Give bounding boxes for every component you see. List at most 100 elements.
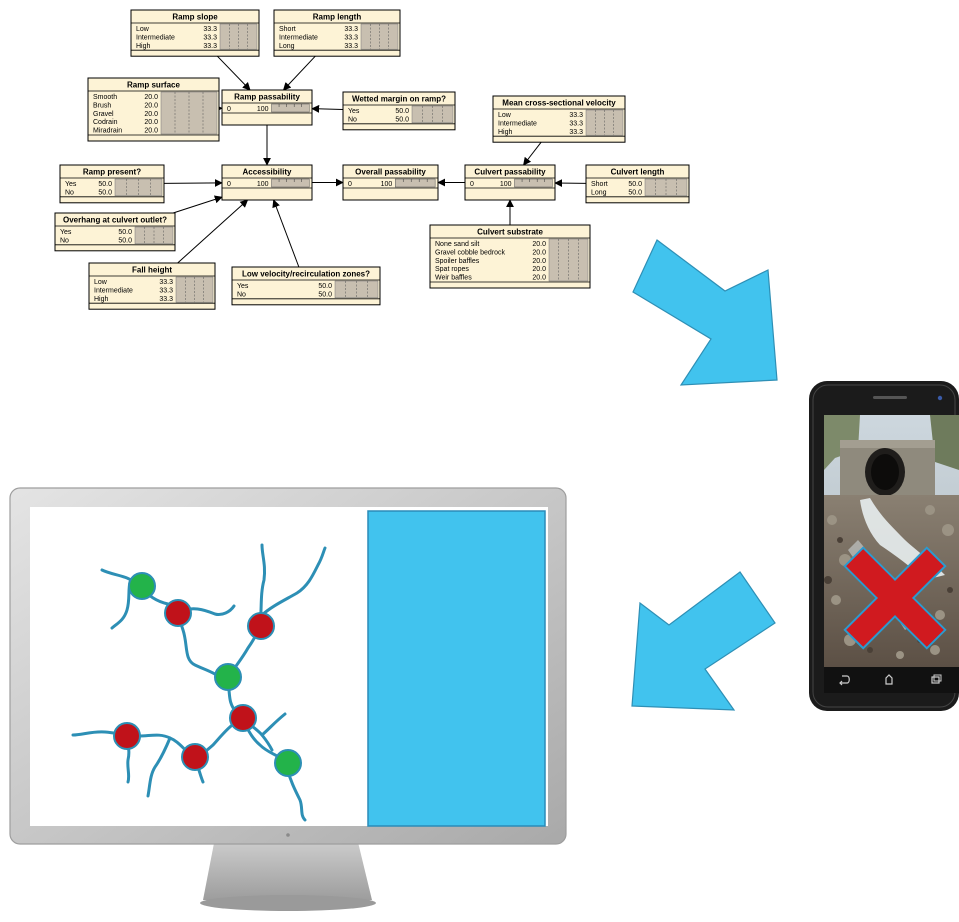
home-icon[interactable] — [885, 674, 893, 685]
desktop-monitor — [9, 487, 567, 911]
state-label: High — [94, 296, 109, 303]
node-bar — [271, 178, 310, 188]
site-barrier-marker[interactable] — [164, 599, 192, 627]
node-title: Ramp length — [313, 13, 362, 22]
state-value: 50.0 — [318, 283, 332, 290]
state-value: 33.3 — [569, 112, 583, 119]
state-label: Gravel — [93, 111, 114, 118]
state-label: 0 — [348, 181, 352, 188]
state-label: No — [348, 116, 357, 123]
edge-low-velocity-to-accessibility — [272, 199, 300, 268]
state-label: No — [65, 189, 74, 196]
node-title: Ramp surface — [127, 81, 180, 90]
state-value: 33.3 — [159, 287, 173, 294]
state-value: 100 — [500, 181, 512, 188]
state-label: Low — [136, 26, 150, 33]
state-value: 33.3 — [344, 43, 358, 50]
smartphone — [809, 381, 959, 711]
state-label: Low — [94, 279, 108, 286]
state-label: No — [60, 237, 69, 244]
node-title: Fall height — [132, 266, 172, 275]
site-passable-marker[interactable] — [274, 749, 302, 777]
site-barrier-marker[interactable] — [247, 612, 275, 640]
state-value: 50.0 — [118, 229, 132, 236]
edge-wetted-margin-to-ramp-passability — [311, 104, 344, 113]
state-label: Intermediate — [498, 120, 537, 127]
state-label: Weir baffles — [435, 275, 472, 282]
state-value: 20.0 — [144, 94, 158, 101]
state-value: 100 — [257, 106, 269, 113]
recent-apps-icon[interactable] — [931, 676, 940, 684]
state-value: 20.0 — [532, 266, 546, 273]
state-value: 50.0 — [395, 116, 409, 123]
state-label: Yes — [65, 181, 77, 188]
node-bar — [514, 178, 553, 188]
edge-ramp-present-to-accessibility — [163, 178, 223, 187]
state-value: 20.0 — [532, 275, 546, 282]
state-label: Long — [591, 189, 607, 196]
node-title: Mean cross-sectional velocity — [502, 99, 616, 108]
state-label: Intermediate — [136, 34, 175, 41]
state-value: 50.0 — [98, 189, 112, 196]
site-passable-marker[interactable] — [214, 663, 242, 691]
state-label: Intermediate — [279, 34, 318, 41]
state-value: 33.3 — [344, 26, 358, 33]
state-label: Long — [279, 43, 295, 50]
node-title: Overall passability — [355, 168, 426, 177]
barrier-x-icon — [843, 546, 947, 650]
node-title: Low velocity/recirculation zones? — [242, 270, 370, 279]
edge-ramp-slope-to-ramp-passability — [216, 55, 251, 91]
state-value: 33.3 — [569, 129, 583, 136]
phone-speaker — [873, 396, 907, 399]
state-value: 100 — [257, 181, 269, 188]
site-passable-marker[interactable] — [128, 572, 156, 600]
site-barrier-marker[interactable] — [113, 722, 141, 750]
node-title: Overhang at culvert outlet? — [63, 216, 167, 225]
state-value: 33.3 — [159, 279, 173, 286]
node-title: Culvert passability — [474, 168, 546, 177]
state-value: 20.0 — [144, 128, 158, 135]
state-label: 0 — [227, 106, 231, 113]
state-value: 20.0 — [144, 119, 158, 126]
state-label: 0 — [227, 181, 231, 188]
state-value: 50.0 — [118, 237, 132, 244]
node-title: Ramp passability — [234, 93, 300, 102]
site-barrier-marker[interactable] — [229, 704, 257, 732]
river-site-markers — [113, 572, 302, 777]
edge-ramp-length-to-ramp-passability — [282, 55, 316, 91]
state-label: No — [237, 291, 246, 298]
state-value: 50.0 — [395, 108, 409, 115]
node-bar — [395, 178, 436, 188]
state-label: 0 — [470, 181, 474, 188]
state-label: Smooth — [93, 94, 117, 101]
node-title: Culvert substrate — [477, 228, 543, 237]
state-value: 33.3 — [344, 34, 358, 41]
network-edges — [163, 55, 587, 268]
state-label: Short — [591, 181, 608, 188]
state-value: 20.0 — [532, 241, 546, 248]
site-barrier-marker[interactable] — [181, 743, 209, 771]
state-label: Yes — [348, 108, 360, 115]
state-value: 20.0 — [532, 258, 546, 265]
arrow-to-monitor-icon — [631, 571, 776, 711]
back-icon[interactable] — [839, 675, 850, 686]
state-value: 20.0 — [532, 249, 546, 256]
